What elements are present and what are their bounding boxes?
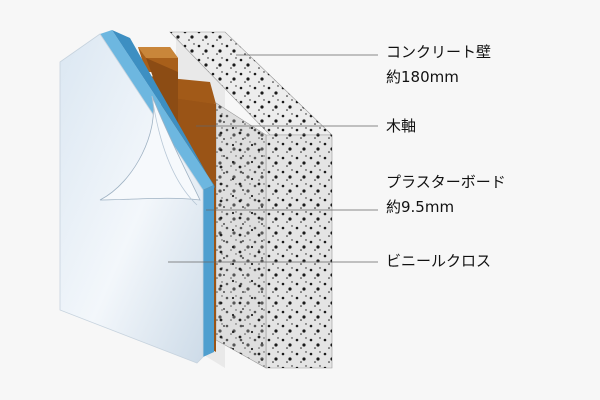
wood-furring-name: 木軸 xyxy=(386,117,417,135)
plasterboard-name: プラスターボード xyxy=(386,173,506,191)
concrete-wall-block xyxy=(169,31,333,369)
vinyl-cloth-panel xyxy=(59,33,204,364)
leader-lines xyxy=(168,54,378,263)
concrete-wall-label: コンクリート壁 約180mm xyxy=(386,40,491,90)
concrete-wall-thickness: 約180mm xyxy=(386,68,459,86)
concrete-wall-name: コンクリート壁 xyxy=(386,43,492,61)
wood-furring-label: 木軸 xyxy=(386,114,416,139)
vinyl-cloth-name: ビニールクロス xyxy=(386,252,492,270)
plasterboard-thickness: 約9.5mm xyxy=(386,198,455,216)
plasterboard-label: プラスターボード 約9.5mm xyxy=(386,170,506,220)
vinyl-cloth-label: ビニールクロス xyxy=(386,249,491,274)
